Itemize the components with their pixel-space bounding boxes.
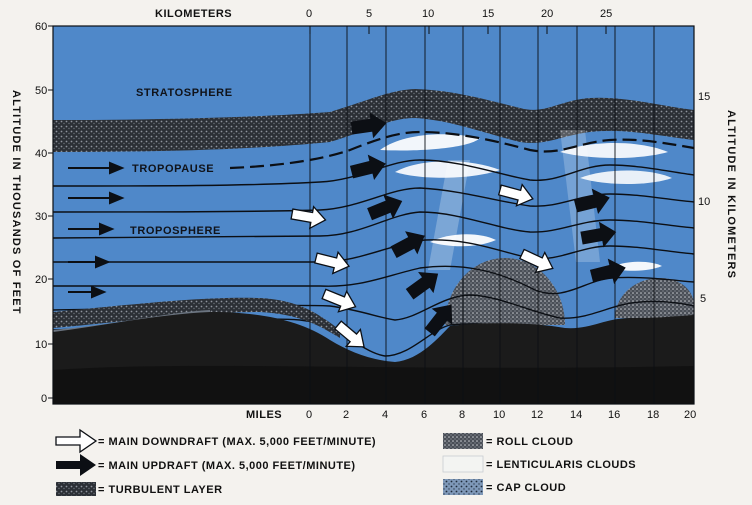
miles-axis-label: MILES <box>246 409 282 421</box>
roll-cloud <box>445 258 565 325</box>
legend-cap-text: = CAP CLOUD <box>486 482 566 494</box>
km-altitude-tick: 10 <box>698 196 710 208</box>
left-axis-title: ALTITUDE IN THOUSANDS OF FEET <box>10 90 22 315</box>
miles-ticks: 0 2 4 6 8 10 12 14 16 18 20 <box>306 409 696 421</box>
legend-downdraft-text: = MAIN DOWNDRAFT (MAX. 5,000 FEET/MINUTE… <box>98 436 376 448</box>
legend-lenticularis: = LENTICULARIS CLOUDS <box>442 455 636 473</box>
left-altitude-ticks: 0 10 20 30 40 50 60 <box>35 21 47 405</box>
feet-tick: 60 <box>35 21 47 33</box>
km-altitude-tick: 15 <box>698 91 710 103</box>
lenticularis-cloud <box>395 161 500 178</box>
km-tick: 0 <box>306 8 312 20</box>
stratosphere-label: STRATOSPHERE <box>136 87 233 99</box>
turbulent-layer <box>53 297 340 338</box>
km-altitude-tick: 5 <box>700 293 706 305</box>
legend-downdraft: = MAIN DOWNDRAFT (MAX. 5,000 FEET/MINUTE… <box>55 428 376 454</box>
legend-updraft-text: = MAIN UPDRAFT (MAX. 5,000 FEET/MINUTE) <box>98 460 356 472</box>
troposphere-label: TROPOSPHERE <box>130 225 221 237</box>
inflow-arrows <box>68 161 125 299</box>
lenticularis-cloud <box>580 170 672 184</box>
legend-roll-text: = ROLL CLOUD <box>486 436 573 448</box>
plot-frame <box>52 25 695 405</box>
lenticularis-cloud <box>560 130 600 262</box>
km-tick: 15 <box>482 8 494 20</box>
legend-cap: = CAP CLOUD <box>443 479 566 495</box>
feet-tick: 0 <box>41 393 47 405</box>
right-altitude-ticks: 5 10 15 <box>698 91 710 305</box>
mile-tick: 2 <box>343 409 349 421</box>
feet-tick: 10 <box>35 339 47 351</box>
km-tick: 20 <box>541 8 553 20</box>
legend-turbulent-text: = TURBULENT LAYER <box>98 484 223 496</box>
mountain-terrain <box>53 365 694 404</box>
mile-tick: 0 <box>306 409 312 421</box>
mile-tick: 8 <box>459 409 465 421</box>
tropopause-line <box>229 130 694 170</box>
feet-tick: 40 <box>35 148 47 160</box>
mile-tick: 18 <box>647 409 659 421</box>
km-tick: 10 <box>422 8 434 20</box>
mile-tick: 20 <box>684 409 696 421</box>
right-axis-title: ALTITUDE IN KILOMETERS <box>725 110 737 279</box>
legend-updraft: = MAIN UPDRAFT (MAX. 5,000 FEET/MINUTE) <box>56 454 356 476</box>
legend: = MAIN DOWNDRAFT (MAX. 5,000 FEET/MINUTE… <box>55 428 636 496</box>
roll-cloud <box>615 278 694 318</box>
legend-lenticularis-text: = LENTICULARIS CLOUDS <box>486 459 636 471</box>
kilometers-ticks: 0 5 10 15 20 25 <box>306 8 612 20</box>
legend-turbulent: = TURBULENT LAYER <box>56 482 223 496</box>
downdraft-arrows <box>290 183 554 348</box>
mile-tick: 4 <box>382 409 388 421</box>
mile-tick: 10 <box>493 409 505 421</box>
lenticularis-cloud <box>560 143 668 158</box>
kilometers-axis-label: KILOMETERS <box>155 8 232 20</box>
km-tick: 25 <box>600 8 612 20</box>
lenticularis-cloud <box>380 134 480 151</box>
feet-tick: 50 <box>35 85 47 97</box>
mile-tick: 14 <box>570 409 582 421</box>
updraft-arrows <box>349 112 626 337</box>
mile-tick: 16 <box>608 409 620 421</box>
mile-tick: 12 <box>531 409 543 421</box>
legend-roll: = ROLL CLOUD <box>443 433 573 449</box>
mile-tick: 6 <box>421 409 427 421</box>
tropopause-label: TROPOPAUSE <box>132 163 214 175</box>
km-tick: 5 <box>366 8 372 20</box>
feet-tick: 20 <box>35 274 47 286</box>
feet-tick: 30 <box>35 211 47 223</box>
